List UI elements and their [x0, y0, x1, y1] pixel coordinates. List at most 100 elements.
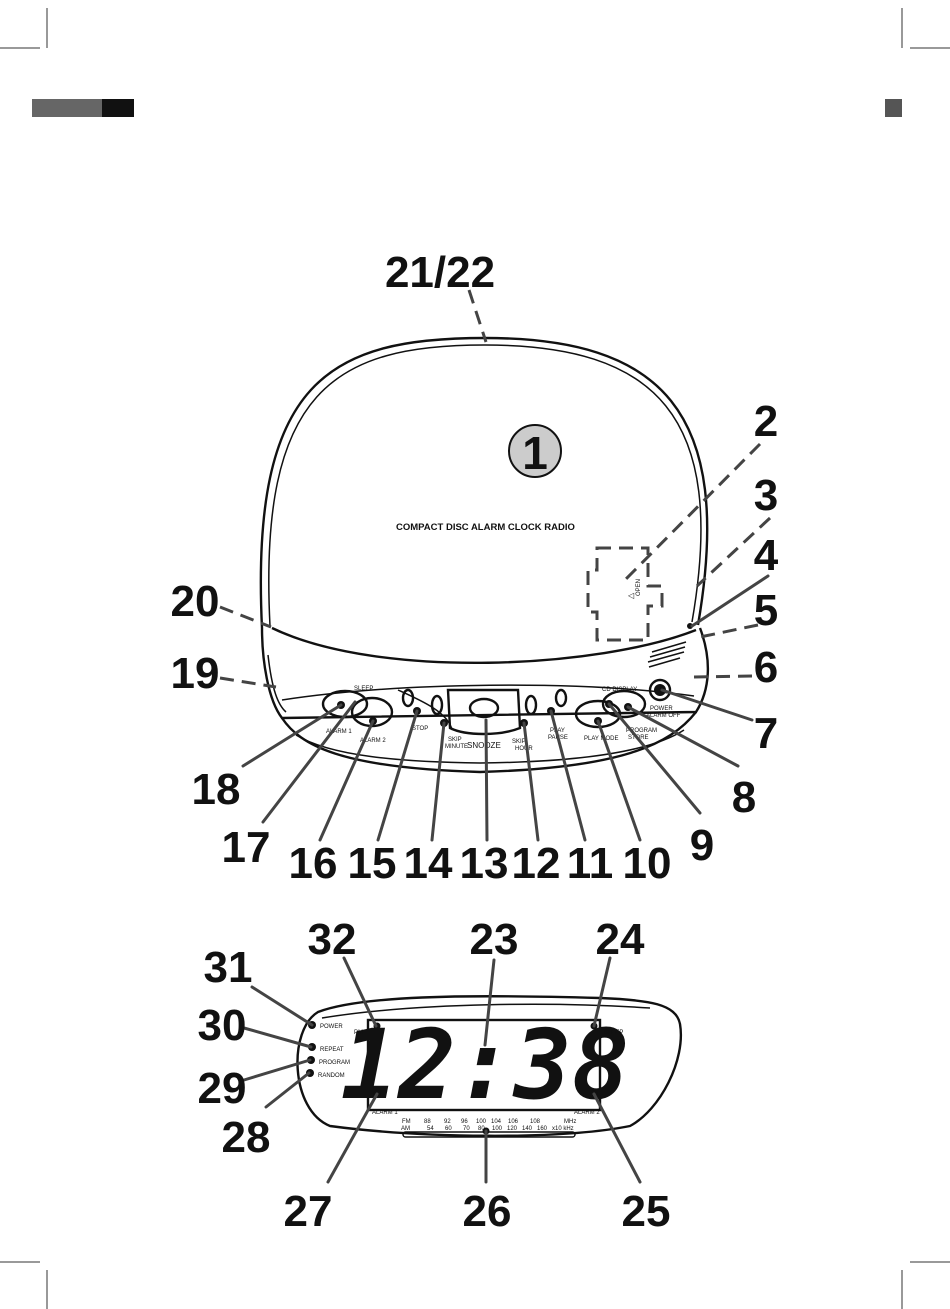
display-leader-lines: [242, 956, 642, 1184]
lcd-time-digits: 12:38: [341, 1009, 630, 1121]
alarm1-button-label: ALARM 1: [326, 729, 352, 735]
fm-scale: 88 92 96 100 104 106 108: [424, 1119, 541, 1125]
skip-hour-label-1: SKIP: [512, 739, 526, 745]
lcd-window: [366, 1018, 602, 1112]
clock-radio-illustration: ◁ OPEN COMPACT DISC ALARM CLOCK RADIO 1 …: [259, 336, 710, 774]
callout-4: 4: [754, 531, 779, 580]
fm-tick: 108: [530, 1119, 541, 1125]
callout-12: 12: [512, 839, 561, 888]
am-scale: 54 60 70 80 100 120 140 160: [427, 1126, 548, 1132]
callout-18: 18: [192, 765, 241, 814]
alarm2-indicator-label: ALARM 2: [574, 1110, 600, 1116]
callout-8: 8: [732, 773, 756, 822]
speaker-grille: [647, 641, 687, 668]
callout-21-22: 21/22: [385, 248, 495, 297]
open-arrow-icon: ◁: [628, 591, 635, 600]
sleep-indicator-label: SLEEP: [604, 1030, 623, 1036]
am-tick: 60: [445, 1126, 452, 1132]
fm-tick: 92: [444, 1119, 451, 1125]
crop-marks: [0, 8, 950, 1309]
callout-25: 25: [622, 1187, 671, 1236]
am-tick: 70: [463, 1126, 470, 1132]
callout-13: 13: [460, 839, 509, 888]
callout-5: 5: [754, 586, 778, 635]
stop-label: STOP: [412, 726, 428, 732]
mhz-label: MHz: [564, 1119, 576, 1125]
cd-door-outline: [586, 546, 664, 642]
play-pause-button[interactable]: [554, 688, 568, 708]
callout-19: 19: [171, 649, 220, 698]
callout-29: 29: [198, 1064, 247, 1113]
callout-24: 24: [596, 915, 645, 964]
callout-11: 11: [567, 839, 614, 888]
skip-minute-label-1: SKIP: [448, 737, 462, 743]
sleep-button-label: SLEEP: [354, 686, 373, 692]
am-tick: 54: [427, 1126, 434, 1132]
program-label: PROGRAM: [626, 728, 657, 734]
program-indicator-label: PROGRAM: [319, 1060, 350, 1066]
display-illustration: 12:38 POWER REPEAT PROGRAM RANDOM PM SLE…: [296, 995, 683, 1138]
cd-display-button[interactable]: [601, 689, 647, 719]
play-mode-button[interactable]: [574, 699, 622, 729]
top-callouts: 21/22 2 3 4 5 6 7 8 9 10 11 12 13 14 15 …: [171, 248, 779, 888]
am-tick: 140: [522, 1126, 533, 1132]
power-alarm-off-button[interactable]: [648, 678, 672, 702]
snooze-label: SNOOZE: [467, 741, 501, 750]
display-callouts: 23 24 25 26 27 28 29 30 31 32: [198, 915, 671, 1236]
alarm1-indicator-label: ALARM 1: [372, 1110, 398, 1116]
stop-clock-adj-button[interactable]: [401, 688, 415, 708]
am-label: AM: [401, 1126, 410, 1132]
callout-3: 3: [754, 471, 778, 520]
cd-display-label: CD DISPLAY: [602, 687, 637, 693]
repeat-indicator-label: REPEAT: [320, 1047, 344, 1053]
section-marker-bars: [32, 99, 902, 117]
fm-label: FM: [402, 1119, 411, 1125]
badge-circle: [508, 424, 562, 478]
callout-14: 14: [404, 839, 453, 888]
snooze-button[interactable]: [446, 688, 522, 736]
power-indicator-label: POWER: [320, 1024, 343, 1030]
callout-32: 32: [308, 915, 357, 964]
callout-17: 17: [222, 823, 271, 872]
am-tick: 100: [492, 1126, 503, 1132]
callout-31: 31: [204, 943, 253, 992]
alarm2-button-label: ALARM 2: [360, 738, 386, 744]
callout-20: 20: [171, 577, 220, 626]
callout-7: 7: [754, 709, 778, 758]
power-label: POWER: [650, 706, 673, 712]
skip-hour-label-2: HOUR: [515, 746, 533, 752]
pm-indicator-label: PM: [354, 1030, 363, 1036]
callout-28: 28: [222, 1113, 271, 1162]
fm-tick: 100: [476, 1119, 487, 1125]
fm-tick: 88: [424, 1119, 431, 1125]
callout-6: 6: [754, 643, 778, 692]
top-leader-lines: [219, 289, 772, 842]
callout-9: 9: [690, 821, 714, 870]
volume-knob-dot: [687, 623, 693, 629]
am-tick: 120: [507, 1126, 518, 1132]
skip-minute-button[interactable]: [430, 694, 444, 716]
fm-tick: 96: [461, 1119, 468, 1125]
fm-tick: 104: [491, 1119, 502, 1125]
skip-minute-label-2: MINUTE: [445, 744, 468, 750]
brand-label: COMPACT DISC ALARM CLOCK RADIO: [396, 522, 575, 533]
random-indicator-label: RANDOM: [318, 1073, 345, 1079]
callout-15: 15: [348, 839, 397, 888]
khz-label: x10 kHz: [552, 1126, 574, 1132]
badge-number: 1: [522, 427, 548, 479]
callout-26: 26: [463, 1187, 512, 1236]
am-tick: 160: [537, 1126, 548, 1132]
fm-tick: 106: [508, 1119, 519, 1125]
callout-10: 10: [623, 839, 672, 888]
callout-27: 27: [284, 1187, 333, 1236]
snooze-center: [468, 697, 500, 719]
alarm-off-label: ALARM OFF: [646, 713, 681, 719]
callout-16: 16: [289, 839, 338, 888]
open-label: OPEN: [636, 579, 642, 596]
button-panel: SLEEP ALARM 1 ALARM 2 STOP SKIP MINUTE S…: [321, 678, 681, 752]
callout-2: 2: [754, 397, 778, 446]
callout-30: 30: [198, 1001, 247, 1050]
skip-hour-button[interactable]: [524, 694, 538, 716]
